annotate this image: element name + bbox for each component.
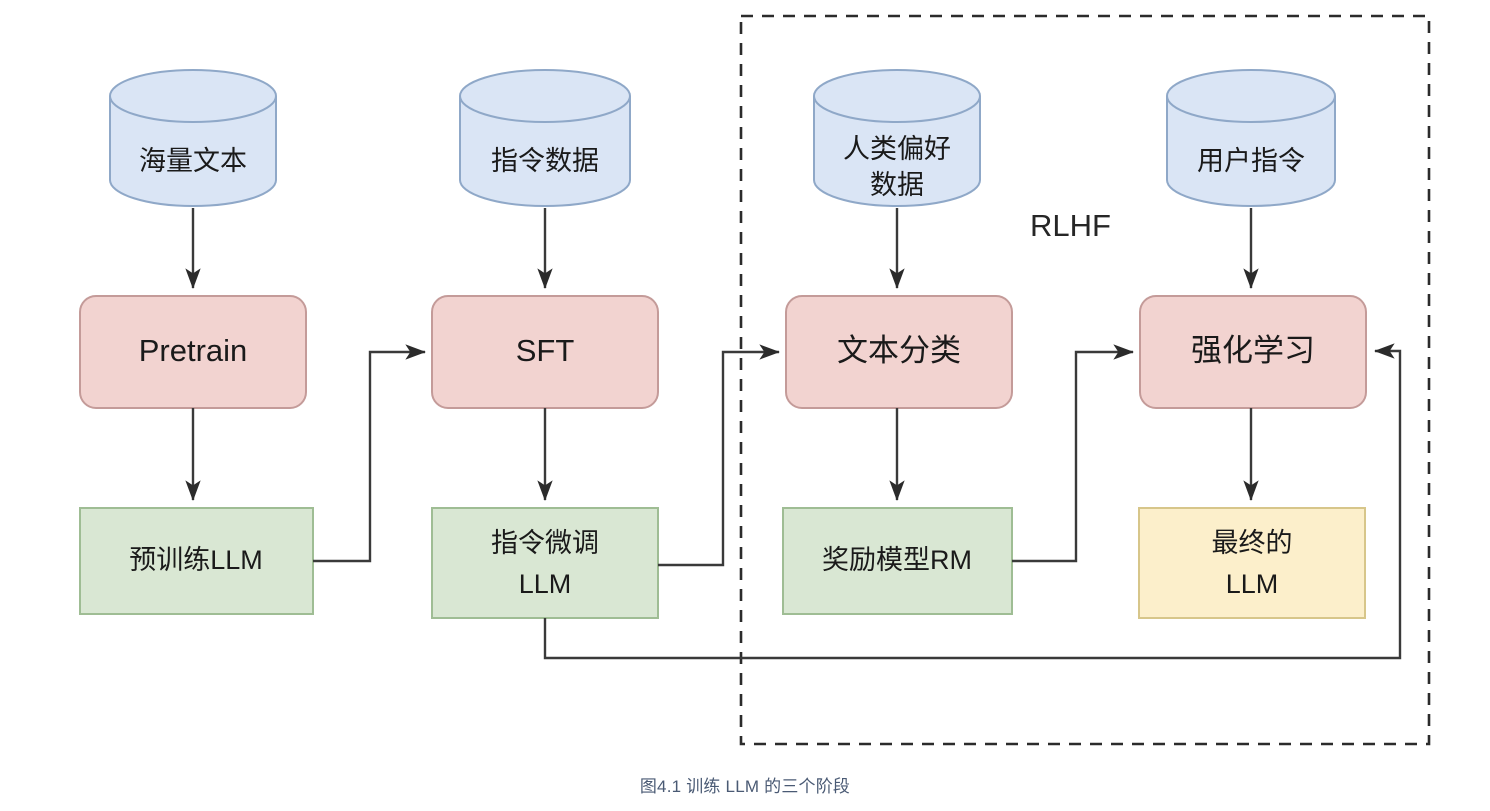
node-text-classification: 文本分类	[785, 295, 1013, 409]
node-label-sft: SFT	[516, 333, 575, 368]
node-massive-text: 海量文本	[109, 69, 277, 207]
node-label-pretrain: Pretrain	[139, 333, 248, 368]
edge-sft-llm-to-text-classification	[658, 344, 780, 567]
node-label-user-instruction: 用户指令	[1197, 146, 1305, 176]
node-label-massive-text: 海量文本	[139, 146, 247, 176]
rlhf-group-boundary	[739, 14, 1431, 746]
node-reward-model: 奖励模型RM	[782, 507, 1013, 615]
node-label-final-llm-line2: LLM	[1226, 569, 1279, 599]
node-pretrained-llm: 预训练LLM	[79, 507, 314, 615]
node-label-human-preference-data-line1: 人类偏好	[843, 134, 951, 164]
node-label-human-preference-data-line2: 数据	[870, 170, 924, 200]
node-label-final-llm-line1: 最终的	[1212, 528, 1293, 558]
node-label-sft-llm-line2: LLM	[519, 569, 572, 599]
node-sft-llm: 指令微调 LLM	[431, 507, 659, 619]
node-human-preference-data: 人类偏好 数据	[813, 69, 981, 207]
figure-caption: 图4.1 训练 LLM 的三个阶段	[639, 777, 851, 796]
node-instruction-data: 指令数据	[459, 69, 631, 207]
node-reinforcement-learning: 强化学习	[1139, 295, 1367, 409]
edge-reward-model-to-reinforcement-learning	[1012, 344, 1134, 563]
node-label-text-classification: 文本分类	[837, 333, 961, 368]
node-pretrain: Pretrain	[79, 295, 307, 409]
rlhf-group-label: RLHF	[1030, 208, 1111, 243]
node-label-reward-model: 奖励模型RM	[822, 545, 972, 575]
node-label-pretrained-llm: 预训练LLM	[129, 545, 263, 575]
node-label-sft-llm-line1: 指令微调	[491, 528, 599, 558]
node-user-instruction: 用户指令	[1166, 69, 1336, 207]
edge-pretrained-llm-to-sft	[313, 344, 426, 563]
node-sft: SFT	[431, 295, 659, 409]
node-label-reinforcement-learning: 强化学习	[1191, 333, 1315, 368]
node-label-instruction-data: 指令数据	[491, 146, 599, 176]
node-final-llm: 最终的 LLM	[1138, 507, 1366, 619]
edge-sft-llm-to-reinforcement-learning	[543, 343, 1402, 660]
